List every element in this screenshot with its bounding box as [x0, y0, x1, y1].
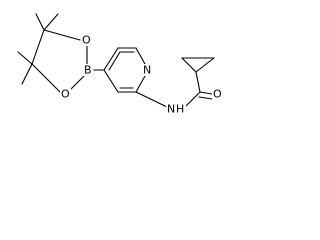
cyclopropane-bond-2 [195, 57, 215, 73]
dioxaborolane-oxygen-top-label-bg [81, 34, 92, 46]
pyridine-bond-3 [135, 47, 146, 65]
cyclopropane-bond-1 [181, 57, 197, 73]
pyridine-bond-1 [103, 47, 119, 71]
pyridine-nh-bond [135, 91, 168, 108]
molecule-diagram: B O O N N H O [17, 13, 223, 116]
dioxaborolane-oxygen-bottom-label-bg [60, 88, 71, 100]
amide-nh-label-bg [166, 103, 186, 115]
methyl-bond-2 [43, 13, 59, 31]
amide-nitrogen-label: N [167, 103, 175, 116]
nh-carbonyl-bond [184, 91, 201, 108]
pyridine-bond-4 [135, 75, 146, 93]
carbonyl-oxygen-label: O [213, 88, 222, 101]
bond-layer [17, 13, 215, 108]
carbonyl-bond-1 [199, 91, 213, 95]
pyridine-nitrogen-label: N [143, 64, 151, 77]
methyl-bond-3 [17, 51, 33, 65]
carbonyl-oxygen-label-bg [212, 88, 223, 100]
boron-label-bg [83, 64, 93, 76]
ring-bond-o2-b [69, 75, 85, 91]
atom-label-layer: B O O N N H O [60, 34, 223, 116]
ring-bond-c1-o1 [43, 29, 81, 41]
ring-bond-c1-c2 [31, 29, 45, 65]
ring-bond-c2-o2 [31, 63, 61, 93]
carbonyl-cyclopropyl-bond [195, 71, 201, 93]
boron-label: B [84, 64, 92, 77]
pyridine-bond-6 [103, 69, 119, 93]
carbonyl-bond-2 [198, 96, 213, 100]
methyl-bond-4 [21, 63, 33, 85]
amide-hydrogen-label: H [176, 103, 184, 116]
pyridine-nitrogen-label-bg [142, 64, 153, 76]
pyridine-double-1 [108, 51, 121, 71]
dioxaborolane-oxygen-top-label: O [82, 34, 91, 47]
methyl-bond-1 [35, 13, 45, 31]
dioxaborolane-oxygen-bottom-label: O [61, 88, 70, 101]
